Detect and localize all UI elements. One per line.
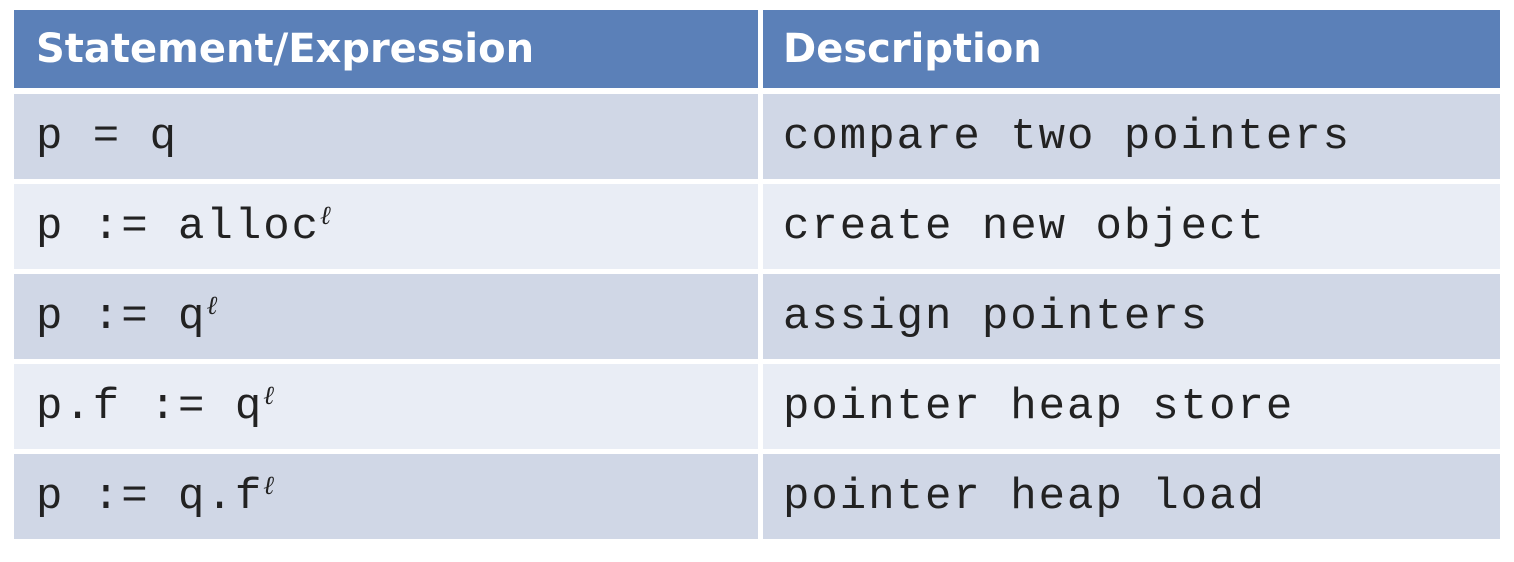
label-superscript: ℓ xyxy=(206,291,218,321)
label-superscript: ℓ xyxy=(263,381,275,411)
expr-cell: p = q xyxy=(14,94,758,184)
desc-cell: pointer heap store xyxy=(758,364,1500,454)
expr-text: p = q xyxy=(36,112,179,162)
expr-text: p := q xyxy=(36,292,207,342)
expr-cell: p := qℓ xyxy=(14,274,758,364)
label-superscript: ℓ xyxy=(320,201,331,231)
header-statement: Statement/Expression xyxy=(14,10,758,94)
expr-cell: p.f := qℓ xyxy=(14,364,758,454)
expr-text: p.f := q xyxy=(36,382,264,432)
table-row: p.f := qℓ pointer heap store xyxy=(14,364,1500,454)
expr-text: p := alloc xyxy=(36,202,321,252)
header-row: Statement/Expression Description xyxy=(14,10,1500,94)
label-superscript: ℓ xyxy=(263,471,275,501)
statement-table: Statement/Expression Description p = q c… xyxy=(14,10,1500,544)
desc-cell: create new object xyxy=(758,184,1500,274)
expr-cell: p := allocℓ xyxy=(14,184,758,274)
expr-cell: p := q.fℓ xyxy=(14,454,758,544)
desc-cell: pointer heap load xyxy=(758,454,1500,544)
table-row: p := q.fℓ pointer heap load xyxy=(14,454,1500,544)
table-row: p = q compare two pointers xyxy=(14,94,1500,184)
header-description: Description xyxy=(758,10,1500,94)
expr-text: p := q.f xyxy=(36,472,264,522)
desc-cell: assign pointers xyxy=(758,274,1500,364)
table-row: p := allocℓ create new object xyxy=(14,184,1500,274)
desc-cell: compare two pointers xyxy=(758,94,1500,184)
table-row: p := qℓ assign pointers xyxy=(14,274,1500,364)
